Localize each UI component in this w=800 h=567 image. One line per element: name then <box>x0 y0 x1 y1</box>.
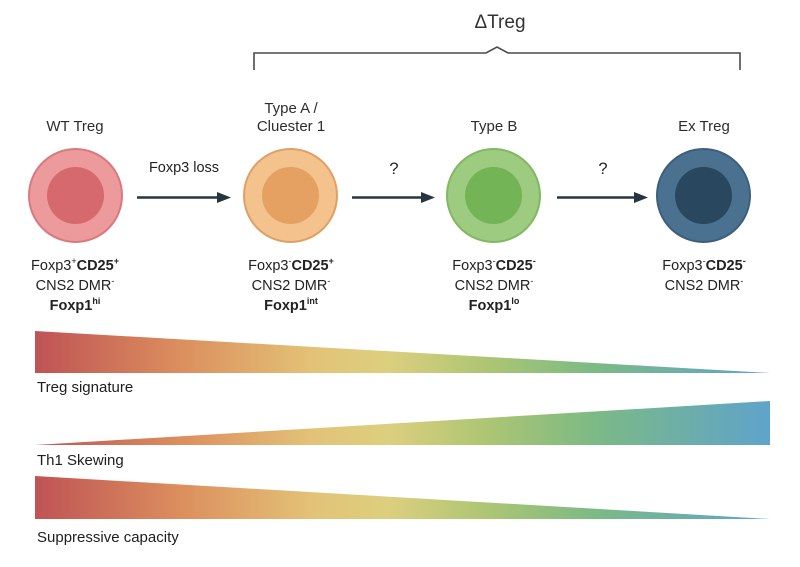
marker-line: CNS2 DMR- <box>664 276 744 294</box>
marker-line: CNS2 DMR- <box>454 276 534 294</box>
cell-markers-type-a: Foxp3-CD25+ CNS2 DMR- Foxp1int <box>211 256 371 316</box>
marker-line: Foxp3+CD25+ <box>31 256 119 274</box>
cell-markers-wt-treg: Foxp3+CD25+ CNS2 DMR- Foxp1hi <box>0 256 155 316</box>
wedge-label-th1-skewing: Th1 Skewing <box>37 452 124 469</box>
cell-title-wt-treg: WT Treg <box>46 118 104 135</box>
arrow-label-foxp3-loss: Foxp3 loss <box>148 160 220 176</box>
delta-treg-bracket <box>253 46 741 70</box>
marker-line: CNS2 DMR- <box>35 276 115 294</box>
wedge-th1-skewing <box>35 401 770 445</box>
cell-title-ex-treg: Ex Treg <box>678 118 730 135</box>
marker-line: Foxp1hi <box>49 296 101 314</box>
cell-wt-treg <box>28 148 123 243</box>
arrow-foxp3-loss-icon <box>137 192 231 203</box>
wedge-label-suppressive-capacity: Suppressive capacity <box>37 529 179 546</box>
marker-line: Foxp3-CD25- <box>662 256 746 274</box>
marker-line: Foxp1int <box>264 296 318 314</box>
marker-line: Foxp1lo <box>468 296 520 314</box>
cell-type-b <box>446 148 541 243</box>
marker-line: Foxp3-CD25+ <box>248 256 334 274</box>
cell-nucleus <box>262 167 319 224</box>
cell-type-a <box>243 148 338 243</box>
cell-title-type-a: Type A / Cluester 1 <box>256 100 326 135</box>
delta-treg-label: ΔTreg <box>474 12 526 33</box>
arrow-label-question-2: ? <box>598 160 608 178</box>
cell-nucleus <box>675 167 732 224</box>
marker-line: CNS2 DMR- <box>251 276 331 294</box>
cell-title-type-b: Type B <box>470 118 518 135</box>
cell-markers-ex-treg: Foxp3-CD25- CNS2 DMR- <box>624 256 784 296</box>
arrow-question-2-icon <box>557 192 648 203</box>
wedge-label-treg-signature: Treg signature <box>37 379 134 396</box>
cell-nucleus <box>47 167 104 224</box>
arrow-label-question-1: ? <box>389 160 399 178</box>
cell-markers-type-b: Foxp3-CD25- CNS2 DMR- Foxp1lo <box>414 256 574 316</box>
cell-nucleus <box>465 167 522 224</box>
wedge-treg-signature <box>35 331 770 373</box>
wedge-suppressive-capacity <box>35 476 770 519</box>
cell-ex-treg <box>656 148 751 243</box>
marker-line: Foxp3-CD25- <box>452 256 536 274</box>
arrow-question-1-icon <box>352 192 435 203</box>
